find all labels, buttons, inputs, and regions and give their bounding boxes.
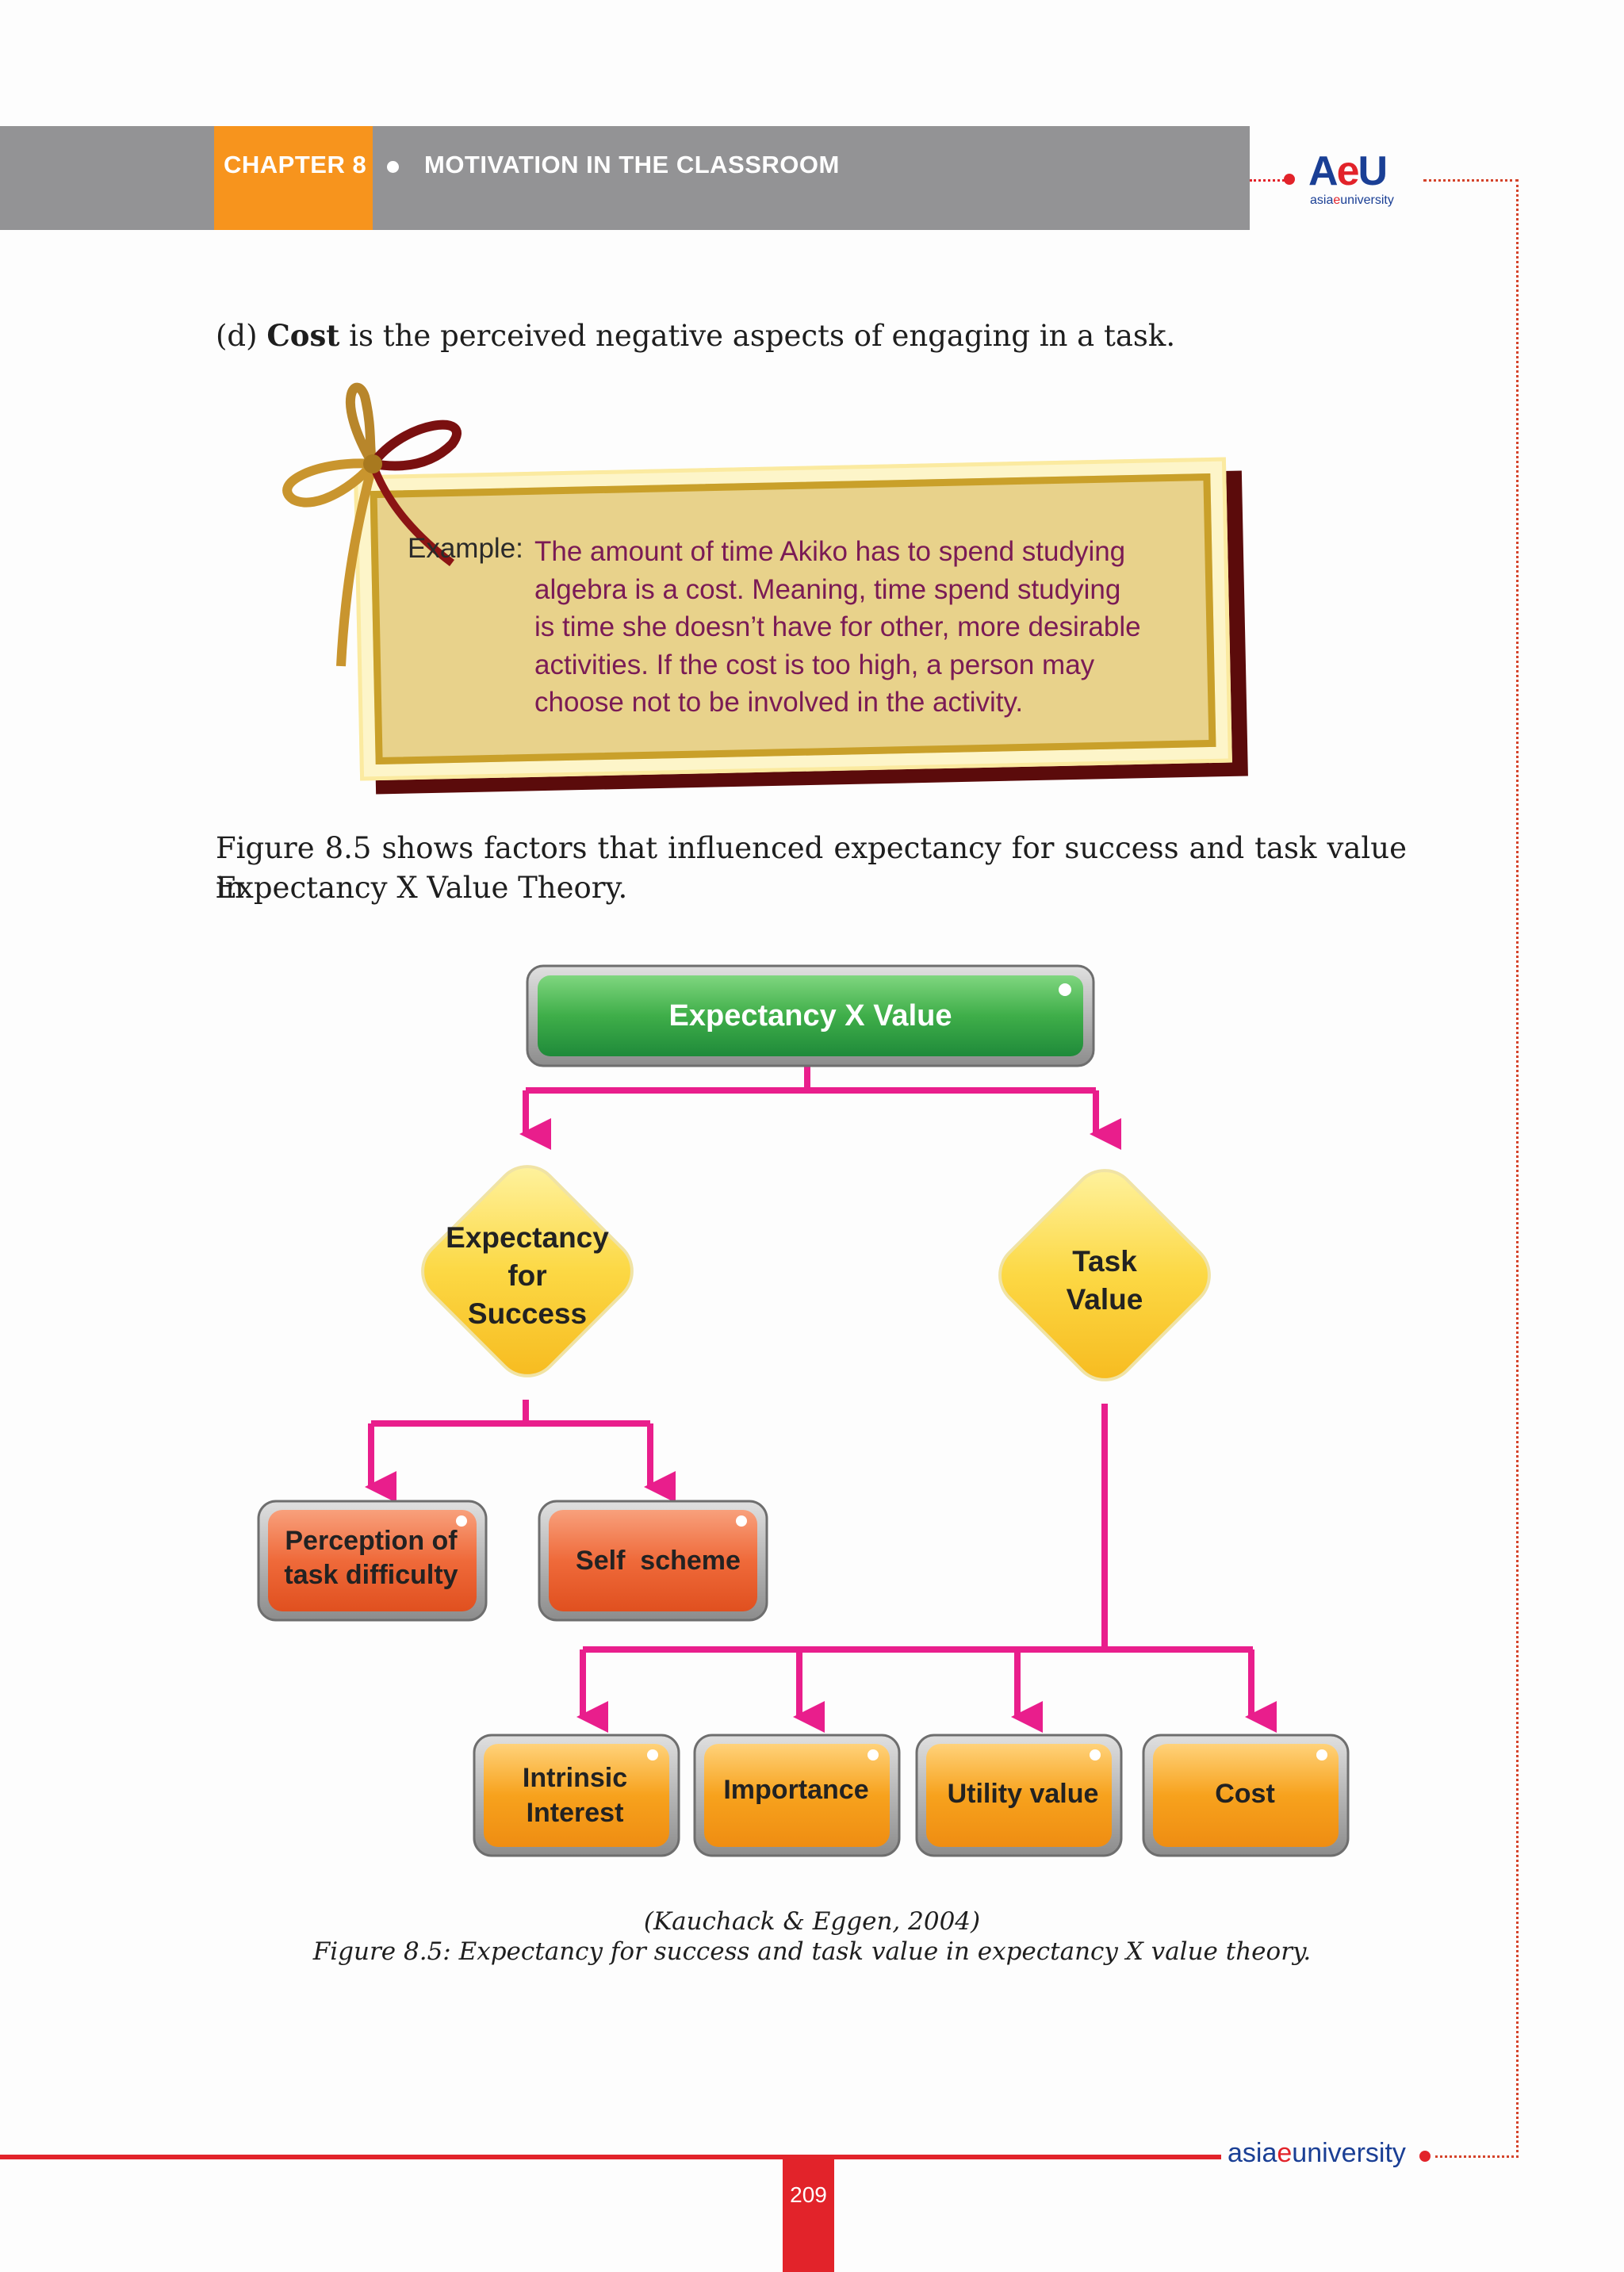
task-value-label-2: Value <box>1067 1283 1143 1316</box>
page-number-tab <box>783 2156 834 2272</box>
expectancy-label-3: Success <box>468 1297 587 1330</box>
importance-node: Importance <box>693 1734 901 1857</box>
logo-sub-post: university <box>1340 193 1394 207</box>
page-number: 209 <box>790 2182 827 2207</box>
header-bar <box>0 126 1250 230</box>
expectancy-label-1: Expectancy <box>446 1221 609 1254</box>
expectancy-diamond: Expectancy for Success <box>421 1165 634 1377</box>
cost-prefix: (d) <box>216 319 267 353</box>
frame-dotted-bottom <box>1435 2155 1519 2158</box>
example-line: The amount of time Akiko has to spend st… <box>534 536 1126 567</box>
example-line: algebra is a cost. Meaning, time spend s… <box>534 573 1121 605</box>
footer-brand-post: university <box>1292 2138 1406 2168</box>
task-value-label-1: Task <box>1072 1245 1137 1278</box>
self-scheme-node: Self scheme <box>538 1500 768 1622</box>
example-line: choose not to be involved in the activit… <box>534 687 1024 718</box>
frame-dotted-right <box>1516 179 1519 2158</box>
expectancy-label-2: for <box>508 1259 546 1292</box>
intrinsic-label-1: Intrinsic <box>523 1763 627 1793</box>
logo-dot-icon <box>1284 174 1295 185</box>
logo-letter-e: e <box>1336 148 1360 194</box>
cost-rest: is the perceived negative aspects of eng… <box>339 319 1176 353</box>
example-line: is time she doesn’t have for other, more… <box>534 611 1141 642</box>
root-node: Expectancy X Value <box>526 964 1095 1067</box>
footer-dot-icon <box>1419 2151 1431 2162</box>
figure-intro-line1: Figure 8.5 shows factors that influenced… <box>216 831 1407 905</box>
intrinsic-label-2: Interest <box>527 1798 624 1828</box>
logo-subtitle: asiaeuniversity <box>1310 193 1394 208</box>
cost-definition: (d) Cost is the perceived negative aspec… <box>216 316 1175 356</box>
perception-node: Perception of task difficulty <box>257 1500 488 1622</box>
footer-brand: asiaeuniversity <box>1228 2138 1406 2169</box>
root-label: Expectancy X Value <box>669 999 952 1033</box>
chapter-title: MOTIVATION IN THE CLASSROOM <box>424 151 840 178</box>
logo-letter-a: A <box>1308 148 1339 194</box>
logo-sub-e: e <box>1333 193 1341 207</box>
cost-term: Cost <box>266 318 340 353</box>
importance-label: Importance <box>723 1775 868 1805</box>
figure-source: (Kauchack & Eggen, 2004) <box>643 1907 981 1936</box>
logo-dotted-line <box>1250 179 1289 182</box>
intrinsic-node: Intrinsic Interest <box>473 1734 680 1857</box>
perception-label-1: Perception of <box>285 1526 458 1556</box>
gift-ribbon-icon <box>282 382 462 667</box>
example-label: Example: <box>408 533 523 564</box>
aeu-logo: AeU <box>1308 148 1388 195</box>
footer-rule <box>0 2155 1221 2159</box>
perception-label-2: task difficulty <box>284 1560 458 1590</box>
footer-brand-pre: asia <box>1228 2138 1277 2168</box>
cost-node: Cost <box>1142 1734 1350 1857</box>
task-value-diamond: Task Value <box>998 1169 1211 1381</box>
chapter-tab <box>214 126 373 230</box>
chapter-label: CHAPTER 8 <box>224 151 367 178</box>
self-scheme-label: Self scheme <box>576 1546 741 1576</box>
logo-letter-u: U <box>1358 148 1388 194</box>
frame-dotted-top <box>1423 179 1519 182</box>
footer-brand-e: e <box>1277 2138 1293 2168</box>
figure-intro-line2: Expectancy X Value Theory. <box>216 871 628 905</box>
bullet-icon <box>387 161 399 173</box>
example-text: The amount of time Akiko has to spend st… <box>534 533 1216 722</box>
figure-caption: Figure 8.5: Expectancy for success and t… <box>312 1937 1312 1966</box>
cost-label: Cost <box>1215 1779 1275 1809</box>
utility-node: Utility value <box>915 1734 1123 1857</box>
example-line: activities. If the cost is too high, a p… <box>534 649 1095 680</box>
logo-sub-pre: asia <box>1310 193 1334 207</box>
utility-label: Utility value <box>948 1779 1099 1809</box>
